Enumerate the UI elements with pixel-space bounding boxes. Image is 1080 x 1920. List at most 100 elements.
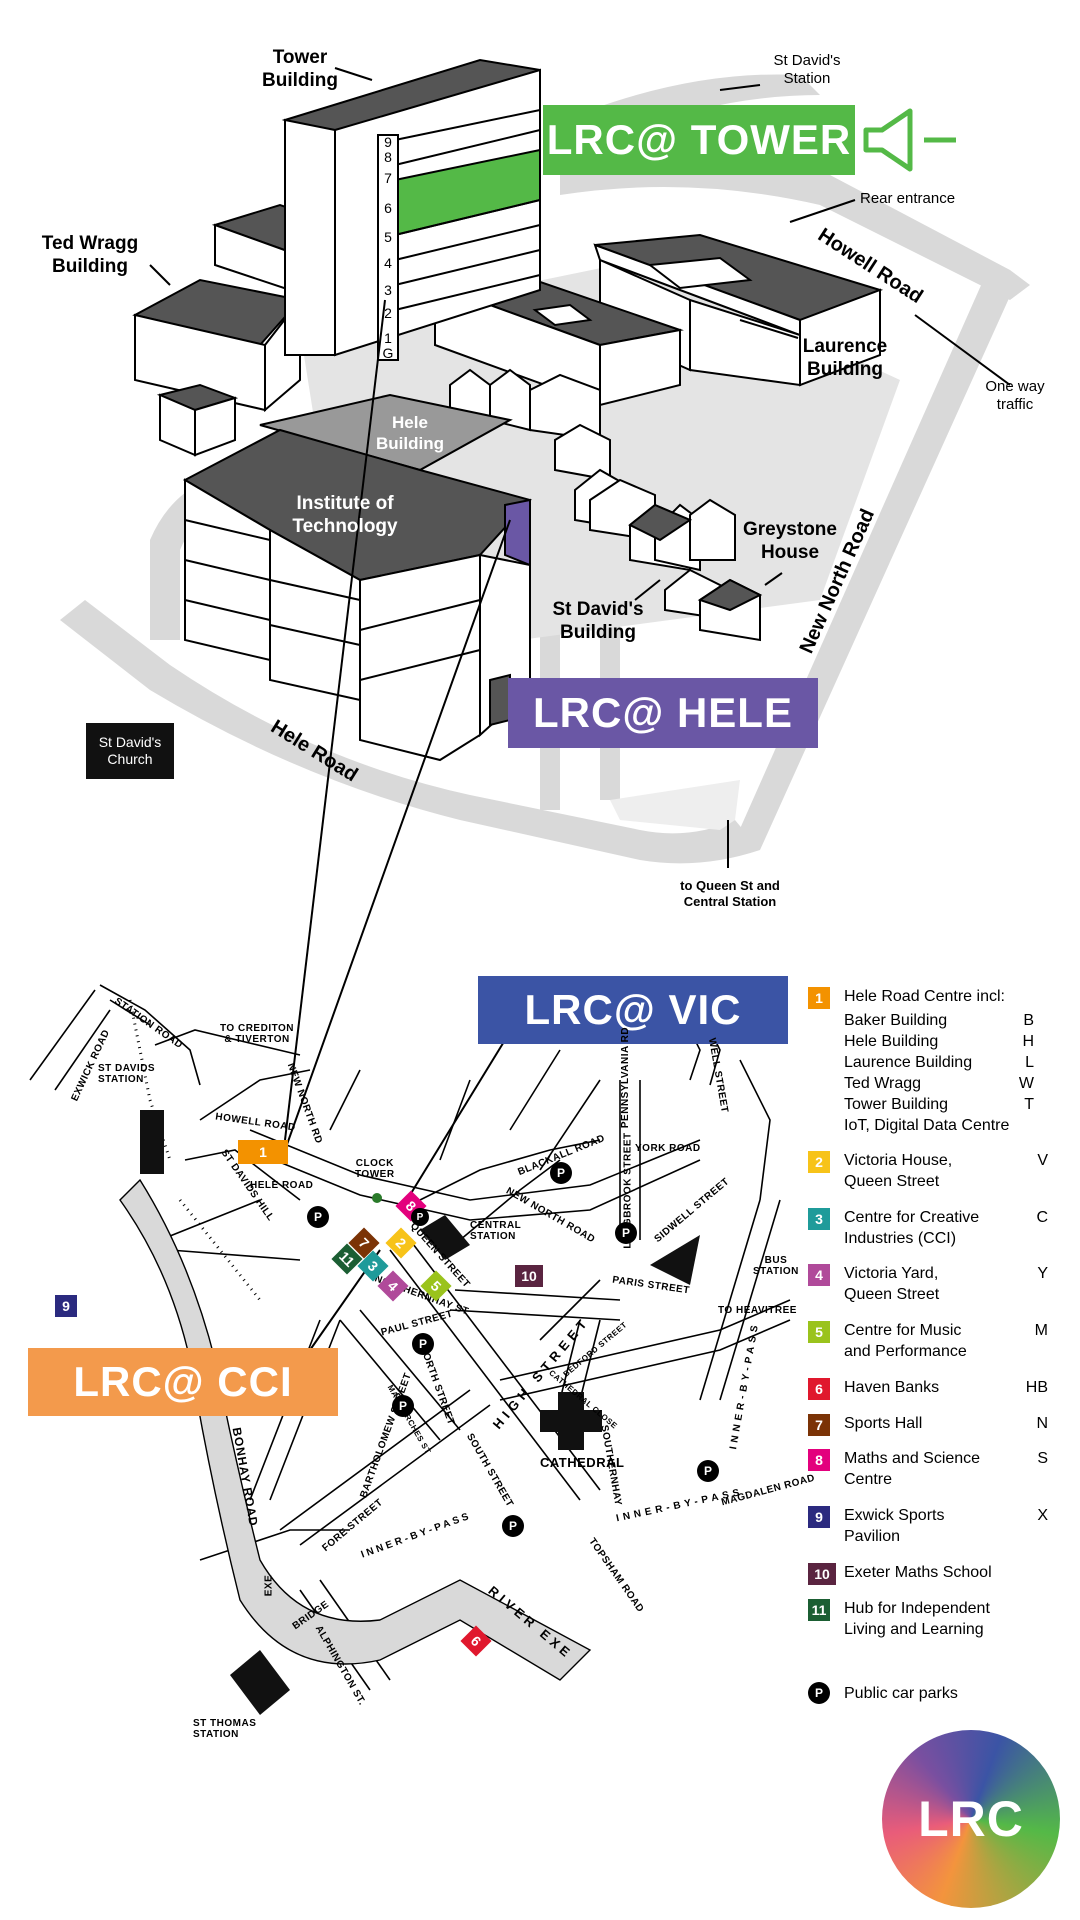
station-label: ST THOMAS STATION bbox=[193, 1718, 257, 1740]
sub-item-label: Ted Wragg bbox=[844, 1075, 922, 1092]
sub-item-label: Tower Building bbox=[844, 1096, 949, 1113]
station-label: CENTRAL STATION bbox=[470, 1220, 522, 1242]
parking-icon: P bbox=[697, 1460, 719, 1482]
label-institute-of-technology: Institute of Technology bbox=[292, 493, 398, 537]
label-one-way-traffic: One way traffic bbox=[985, 378, 1045, 413]
legend-code: HB bbox=[1025, 1379, 1048, 1396]
parking-icon: P bbox=[502, 1515, 524, 1537]
sub-item-code: H bbox=[1022, 1033, 1034, 1050]
sub-item-label: Laurence Building bbox=[844, 1054, 973, 1071]
legend-item: 7 Sports Hall N bbox=[808, 1413, 1048, 1436]
station-label: BUS STATION bbox=[753, 1255, 799, 1277]
logo-text: LRC bbox=[918, 1791, 1024, 1847]
sub-item-code: B bbox=[1023, 1012, 1034, 1029]
legend-item: 2 Victoria House, Queen Street V bbox=[808, 1150, 1048, 1192]
legend-code: S bbox=[1037, 1450, 1048, 1467]
parking-icon: P bbox=[615, 1222, 637, 1244]
legend-badge: 9 bbox=[808, 1506, 830, 1528]
legend-label: Sports Hall bbox=[844, 1415, 923, 1432]
street-label: HELE ROAD bbox=[250, 1180, 314, 1191]
legend-item: 1 Hele Road Centre incl: bbox=[808, 986, 1048, 1009]
legend-item: 8 Maths and Science Centre S bbox=[808, 1448, 1048, 1490]
floor-label: 2 bbox=[384, 305, 392, 321]
legend-badge: 1 bbox=[808, 987, 830, 1009]
lrc-vic-label: LRC@ VIC bbox=[478, 976, 788, 1044]
station-label: ST DAVIDS STATION bbox=[98, 1063, 156, 1085]
lrc-hele-label: LRC@ HELE bbox=[508, 678, 818, 748]
parking-icon: P bbox=[411, 1208, 429, 1226]
floor-label: 4 bbox=[384, 255, 392, 271]
legend-badge: 11 bbox=[808, 1599, 830, 1621]
sub-item-label: IoT, Digital Data Centre bbox=[844, 1117, 1010, 1134]
legend-label: Hub for Independent Living and Learning bbox=[844, 1600, 990, 1638]
label-ted-wragg-building: Ted Wragg Building bbox=[41, 233, 139, 277]
legend-code: V bbox=[1037, 1152, 1048, 1169]
legend-item: 9 Exwick Sports Pavilion X bbox=[808, 1505, 1048, 1547]
parking-icon: P bbox=[307, 1206, 329, 1228]
legend-item: 5 Centre for Music and Performance M bbox=[808, 1320, 1048, 1362]
label-st-davids-station: St David's Station bbox=[773, 52, 841, 87]
floor-label: 3 bbox=[384, 282, 392, 298]
landmark-label: CLOCK TOWER bbox=[355, 1158, 395, 1180]
lrc-tower-label: LRC@ TOWER bbox=[543, 105, 855, 175]
legend-code: Y bbox=[1037, 1265, 1048, 1282]
street-label: EXE bbox=[263, 1574, 275, 1597]
lrc-logo: LRC bbox=[882, 1730, 1060, 1908]
floor-label: G bbox=[382, 345, 394, 361]
legend-label: Public car parks bbox=[844, 1684, 958, 1702]
direction-label: TO CREDITON & TIVERTON bbox=[220, 1023, 295, 1045]
legend-badge: 6 bbox=[808, 1378, 830, 1400]
parking-icon: P bbox=[808, 1682, 830, 1704]
label-greystone-house: Greystone House bbox=[743, 519, 837, 563]
legend-badge: 2 bbox=[808, 1151, 830, 1173]
legend-label: Victoria Yard, Queen Street bbox=[844, 1265, 940, 1303]
legend-label: Victoria House, Queen Street bbox=[844, 1152, 953, 1190]
direction-label: TO HEAVITREE bbox=[718, 1305, 797, 1316]
sub-item-code: L bbox=[1025, 1054, 1034, 1071]
floor-label: 9 bbox=[384, 134, 392, 150]
label-laurence-building: Laurence Building bbox=[802, 336, 888, 380]
map-marker-10[interactable]: 10 bbox=[515, 1265, 543, 1287]
legend-badge: 7 bbox=[808, 1414, 830, 1436]
legend-badge: 4 bbox=[808, 1264, 830, 1286]
map-marker-1[interactable]: 1 bbox=[238, 1140, 288, 1164]
legend-label: Maths and Science Centre bbox=[844, 1450, 981, 1488]
map-marker-9[interactable]: 9 bbox=[55, 1295, 77, 1317]
speaker-icon bbox=[863, 108, 956, 172]
lrc-cci-label: LRC@ CCI bbox=[28, 1348, 338, 1416]
legend-label: Hele Road Centre incl: bbox=[844, 988, 1005, 1005]
legend-badge: 3 bbox=[808, 1208, 830, 1230]
legend-item: 4 Victoria Yard, Queen Street Y bbox=[808, 1263, 1048, 1305]
landmark-label: CATHEDRAL bbox=[540, 1455, 625, 1470]
legend-label: Centre for Music and Performance bbox=[844, 1322, 967, 1360]
legend-sub-items: Baker Building B Hele Building H Laurence … bbox=[844, 1010, 1034, 1136]
sub-item-label: Baker Building bbox=[844, 1012, 948, 1029]
legend-badge: 5 bbox=[808, 1321, 830, 1343]
sub-item-code: T bbox=[1024, 1096, 1034, 1113]
legend-code: M bbox=[1034, 1322, 1048, 1339]
sub-item-code: W bbox=[1018, 1075, 1034, 1092]
legend-label: Haven Banks bbox=[844, 1379, 940, 1396]
floor-label: 1 bbox=[384, 330, 392, 346]
parking-icon: P bbox=[412, 1333, 434, 1355]
street-label: PENNSYLVANIA RD bbox=[620, 1026, 632, 1129]
label-st-davids-building: St David's Building bbox=[552, 599, 644, 643]
label-to-queen-st: to Queen St and Central Station bbox=[680, 878, 780, 909]
legend-badge: 10 bbox=[808, 1563, 836, 1585]
legend-item: 10 Exeter Maths School bbox=[808, 1562, 1048, 1585]
parking-icon: P bbox=[550, 1162, 572, 1184]
legend-item-parking: P Public car parks bbox=[808, 1682, 1048, 1704]
floor-label: 5 bbox=[384, 229, 392, 245]
legend-item: 11 Hub for Independent Living and Learni… bbox=[808, 1598, 1048, 1640]
floor-label: 8 bbox=[384, 149, 392, 165]
legend-code: X bbox=[1037, 1507, 1048, 1524]
legend-label: Exeter Maths School bbox=[844, 1564, 992, 1581]
st-davids-church: St David's Church bbox=[86, 723, 174, 779]
legend-label: Centre for Creative Industries (CCI) bbox=[844, 1209, 980, 1247]
floor-label: 7 bbox=[384, 170, 392, 186]
legend-code: N bbox=[1036, 1415, 1048, 1432]
sub-item-label: Hele Building bbox=[844, 1033, 939, 1050]
parking-icon: P bbox=[392, 1395, 414, 1417]
floor-label: 6 bbox=[384, 200, 392, 216]
